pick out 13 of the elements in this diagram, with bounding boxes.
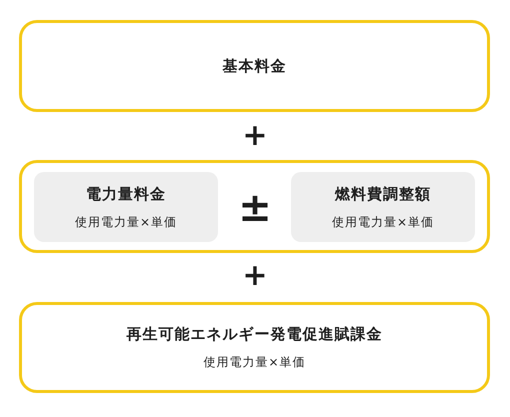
term-title: 電力量料金 <box>86 184 166 203</box>
formula-text: 使用電力量×単価 <box>203 355 306 370</box>
operator-symbol: ± <box>238 188 272 228</box>
operator-symbol: + <box>242 121 268 151</box>
operator-symbol: + <box>242 261 268 291</box>
term-title: 再生可能エネルギー発電促進賦課金 <box>126 325 382 344</box>
formula-text: 使用電力量×単価 <box>332 214 434 230</box>
term-title: 燃料費調整額 <box>335 184 431 203</box>
term-title: 基本料金 <box>222 57 286 75</box>
term-card <box>19 160 490 253</box>
term-card <box>19 302 490 393</box>
formula-text: 使用電力量×単価 <box>74 214 178 230</box>
term-card <box>19 20 490 112</box>
